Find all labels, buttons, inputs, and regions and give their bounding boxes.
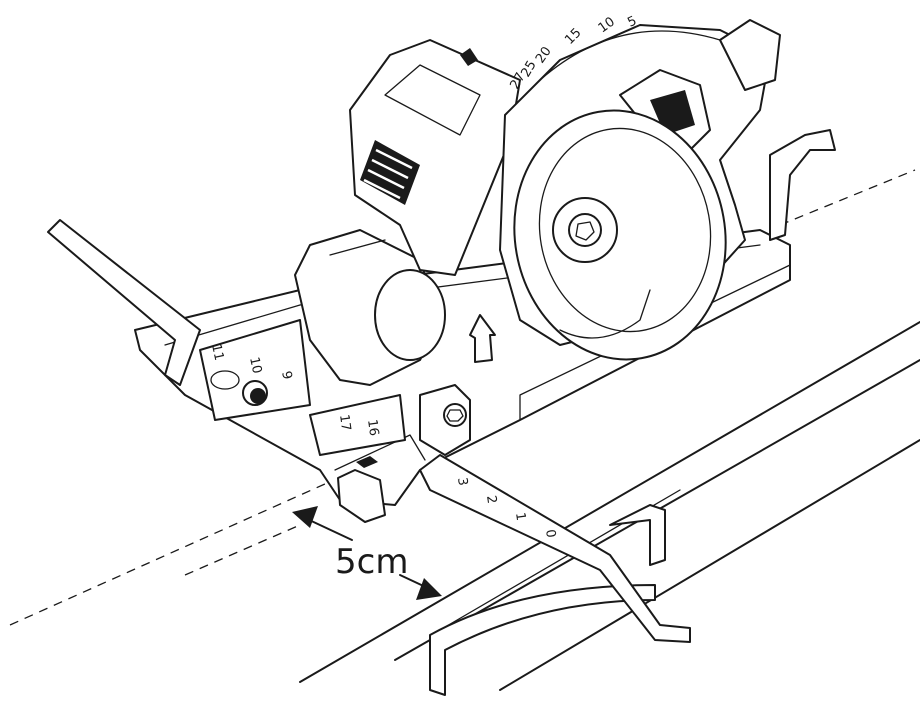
dimension-annotation: 5cm — [292, 506, 442, 600]
blade-arbor — [568, 213, 602, 247]
bracket-arc — [429, 584, 656, 696]
guide-tick-0: 3 — [454, 476, 470, 486]
cut-line — [9, 169, 916, 626]
depth-tick-1: 25 — [518, 58, 539, 80]
saw-handle — [349, 39, 521, 276]
depth-tick-5: 5 — [625, 14, 639, 31]
motor-seam — [329, 239, 386, 256]
base-scale-left-window — [199, 319, 311, 421]
depth-scale-arc — [539, 30, 721, 81]
rip-fence-rear-bar — [47, 219, 201, 386]
cut-indicator-mark — [356, 456, 378, 468]
depth-tick-0: 27 — [507, 70, 528, 92]
arbor-bolt-hex — [575, 221, 595, 241]
base-scale-front: 17 16 — [309, 394, 406, 456]
board-near-edge — [299, 321, 920, 683]
guide-bracket — [429, 504, 666, 696]
guide-tick-3: 0 — [542, 528, 558, 538]
handle-screw — [460, 48, 478, 66]
rip-fence-front-bar — [419, 454, 691, 643]
board-far-edge — [499, 439, 920, 691]
rotation-arrow-icon — [469, 314, 496, 363]
base-front-tick-0: 17 — [336, 413, 353, 431]
base-left-tick-0: 11 — [208, 343, 226, 362]
grip-vent-slots — [363, 148, 413, 200]
base-front-notch — [334, 434, 426, 471]
cut-line-rear — [779, 169, 916, 226]
cut-line-offset — [184, 524, 301, 576]
depth-tick-3: 15 — [562, 26, 584, 48]
base-front-tab — [337, 469, 386, 523]
saw-blade — [469, 109, 727, 363]
rear-base-hook — [769, 129, 836, 241]
dimension-arrow-left-head — [292, 506, 318, 528]
lower-guard-lip — [559, 289, 651, 339]
dimension-label: 5cm — [335, 542, 408, 582]
guide-tick-1: 2 — [483, 494, 499, 504]
cut-line-front — [9, 474, 346, 626]
base-left-tick-2: 9 — [278, 370, 294, 381]
base-scale-front-window — [309, 394, 406, 456]
bracket-post — [609, 504, 666, 566]
depth-tick-4: 10 — [596, 14, 618, 36]
rip-fence-bar: 3 2 1 0 — [47, 219, 691, 643]
base-scale-left: 11 10 9 — [199, 319, 311, 421]
motor-end-cap — [374, 269, 446, 361]
motor-housing — [294, 229, 446, 386]
grip-vent-block — [360, 140, 420, 205]
depth-tick-2: 20 — [533, 44, 555, 66]
rear-knob — [719, 19, 781, 91]
pivot-bolt-hex — [446, 409, 464, 422]
dimension-arrow-right-head — [416, 578, 442, 600]
blade-disc — [513, 109, 727, 361]
guide-tick-2: 1 — [512, 511, 528, 521]
blade-inner-ring — [538, 127, 712, 333]
fence-lock-knob-core — [250, 388, 266, 404]
base-front-tick-1: 16 — [364, 418, 381, 436]
dimension-arrow-left-shaft — [304, 517, 353, 541]
front-pivot-bracket — [419, 384, 471, 456]
rear-knob-body — [719, 19, 781, 91]
base-slot-hole — [210, 370, 240, 390]
rear-hook-arm — [769, 129, 836, 241]
trigger-recess — [384, 64, 481, 136]
base-left-tick-1: 10 — [246, 356, 264, 375]
